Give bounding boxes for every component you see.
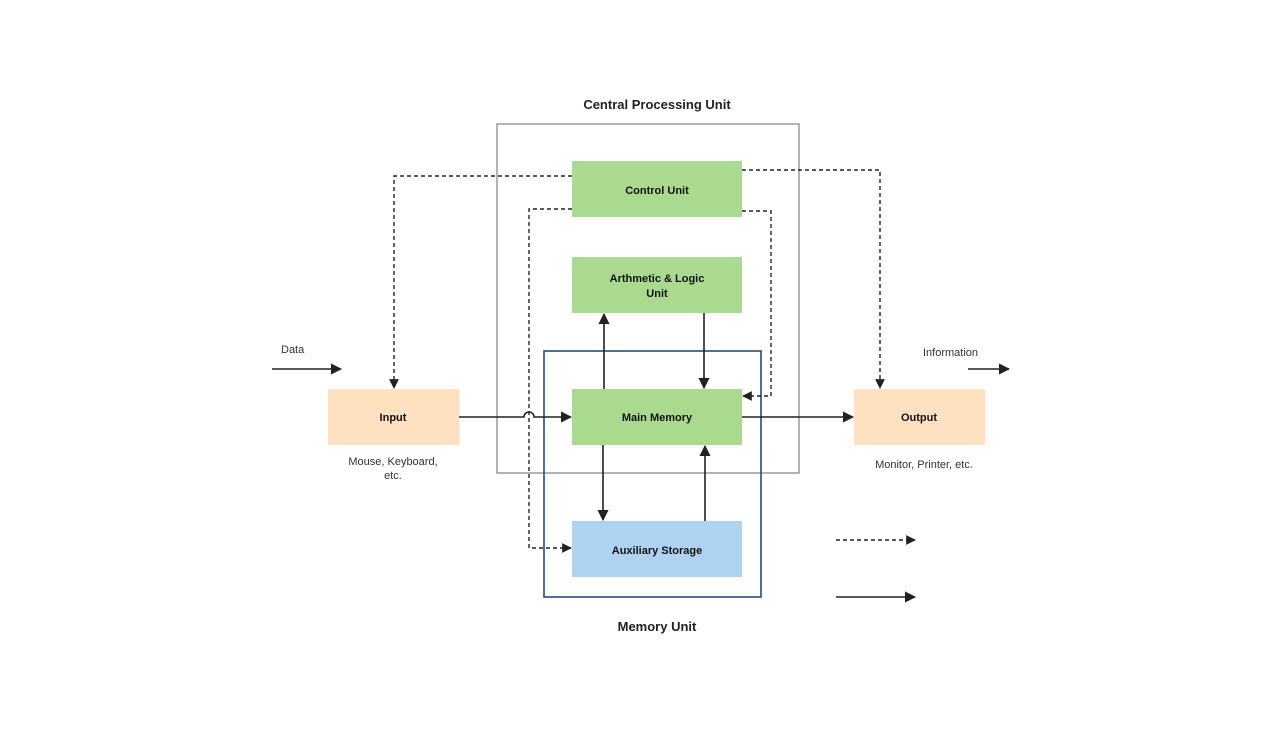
auxiliary-storage-label: Auxiliary Storage <box>612 545 702 557</box>
cpu-title: Central Processing Unit <box>583 97 731 112</box>
information-label: Information <box>923 347 978 359</box>
output-node: Output Monitor, Printer, etc. <box>854 389 985 471</box>
main-memory-box <box>572 389 742 445</box>
input-to-main-memory-arrow <box>459 411 573 423</box>
alu-node: Arthmetic & Logic Unit <box>572 257 742 313</box>
input-node: Input Mouse, Keyboard, etc. <box>328 389 459 482</box>
data-label: Data <box>281 344 305 356</box>
cpu-container <box>496 123 800 474</box>
input-label: Input <box>380 412 407 424</box>
control-unit-box <box>572 161 742 217</box>
output-label: Output <box>901 412 937 424</box>
main-memory-node: Main Memory <box>572 389 742 445</box>
control-unit-label: Control Unit <box>625 185 689 197</box>
auxiliary-storage-node: Auxiliary Storage <box>572 521 742 577</box>
output-caption: Monitor, Printer, etc. <box>875 459 973 471</box>
alu-label-line2: Unit <box>646 288 668 300</box>
memory-unit-container <box>543 350 762 598</box>
main-memory-label: Main Memory <box>622 412 693 424</box>
memory-unit-title: Memory Unit <box>618 619 697 634</box>
input-caption-line1: Mouse, Keyboard, <box>348 456 437 468</box>
control-to-output-dashed-arrow <box>742 169 885 389</box>
output-box <box>854 389 985 445</box>
input-box <box>328 389 459 445</box>
control-to-aux-storage-dashed-arrow <box>528 208 572 553</box>
alu-box <box>572 257 742 313</box>
control-to-main-memory-dashed-arrow <box>742 210 772 401</box>
alu-label-line1: Arthmetic & Logic <box>610 273 705 285</box>
control-unit-node: Control Unit <box>572 161 742 217</box>
auxiliary-storage-box <box>572 521 742 577</box>
input-caption-line2: etc. <box>384 470 402 482</box>
control-to-input-dashed-arrow <box>389 175 572 389</box>
